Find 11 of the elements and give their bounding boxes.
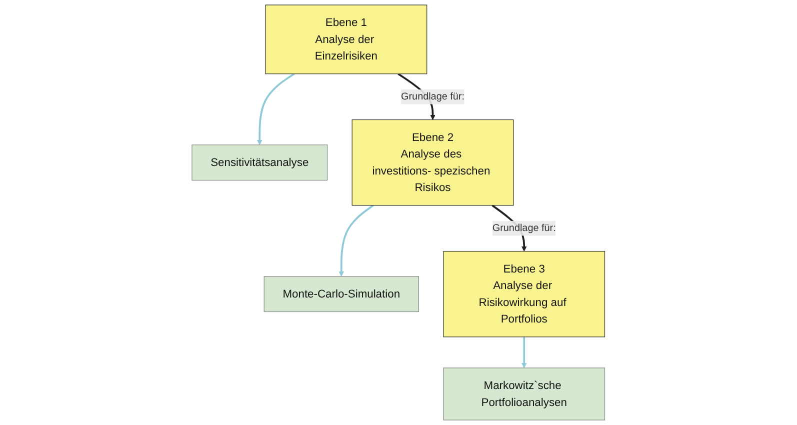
node-box: Markowitz`sche Portfolioanalysen (443, 368, 606, 420)
node-box: Ebene 2 Analyse des investitions- spezischen Risikos (352, 119, 514, 206)
node-box: Ebene 1 Analyse der Einzelrisiken (265, 4, 428, 74)
node-box: Sensitivitätsanalyse (192, 144, 328, 181)
edge-label: Grundlage für: (492, 222, 556, 234)
arrow (257, 73, 295, 146)
arrow (522, 336, 527, 368)
arrow (338, 204, 374, 277)
edge-label: Grundlage für: (401, 91, 465, 102)
node-box: Ebene 3 Analyse der Risikowirkung auf Portfolios (443, 250, 606, 338)
node-box: Monte-Carlo-Simulation (264, 276, 420, 312)
